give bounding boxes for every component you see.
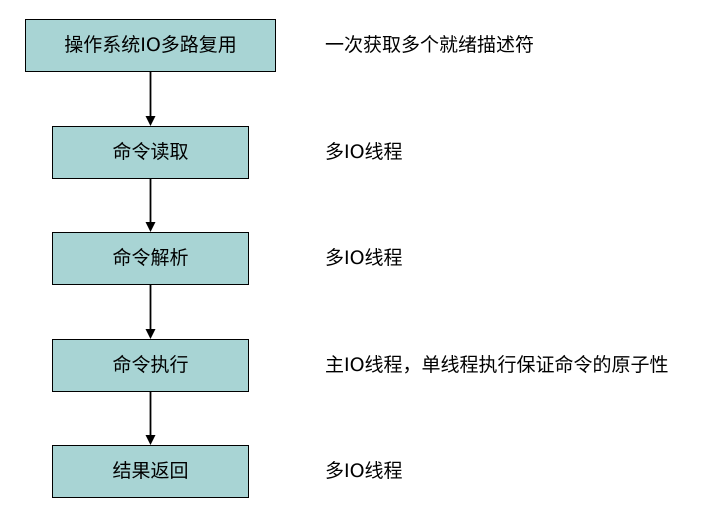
step-box-io-multiplexing: 操作系统IO多路复用: [25, 19, 276, 72]
step-label: 结果返回: [112, 460, 189, 482]
step-box-result-return: 结果返回: [52, 445, 249, 498]
step-box-command-read: 命令读取: [52, 126, 249, 179]
step-note: 多IO线程: [325, 460, 403, 482]
step-box-command-parse: 命令解析: [52, 232, 249, 285]
step-note: 一次获取多个就绪描述符: [325, 34, 535, 56]
step-box-command-execute: 命令执行: [52, 339, 249, 392]
step-note: 多IO线程: [325, 247, 403, 269]
step-label: 操作系统IO多路复用: [64, 34, 237, 56]
step-label: 命令执行: [112, 354, 189, 376]
step-note: 多IO线程: [325, 141, 403, 163]
step-note: 主IO线程，单线程执行保证命令的原子性: [325, 354, 669, 376]
step-label: 命令读取: [112, 141, 189, 163]
step-label: 命令解析: [112, 247, 189, 269]
